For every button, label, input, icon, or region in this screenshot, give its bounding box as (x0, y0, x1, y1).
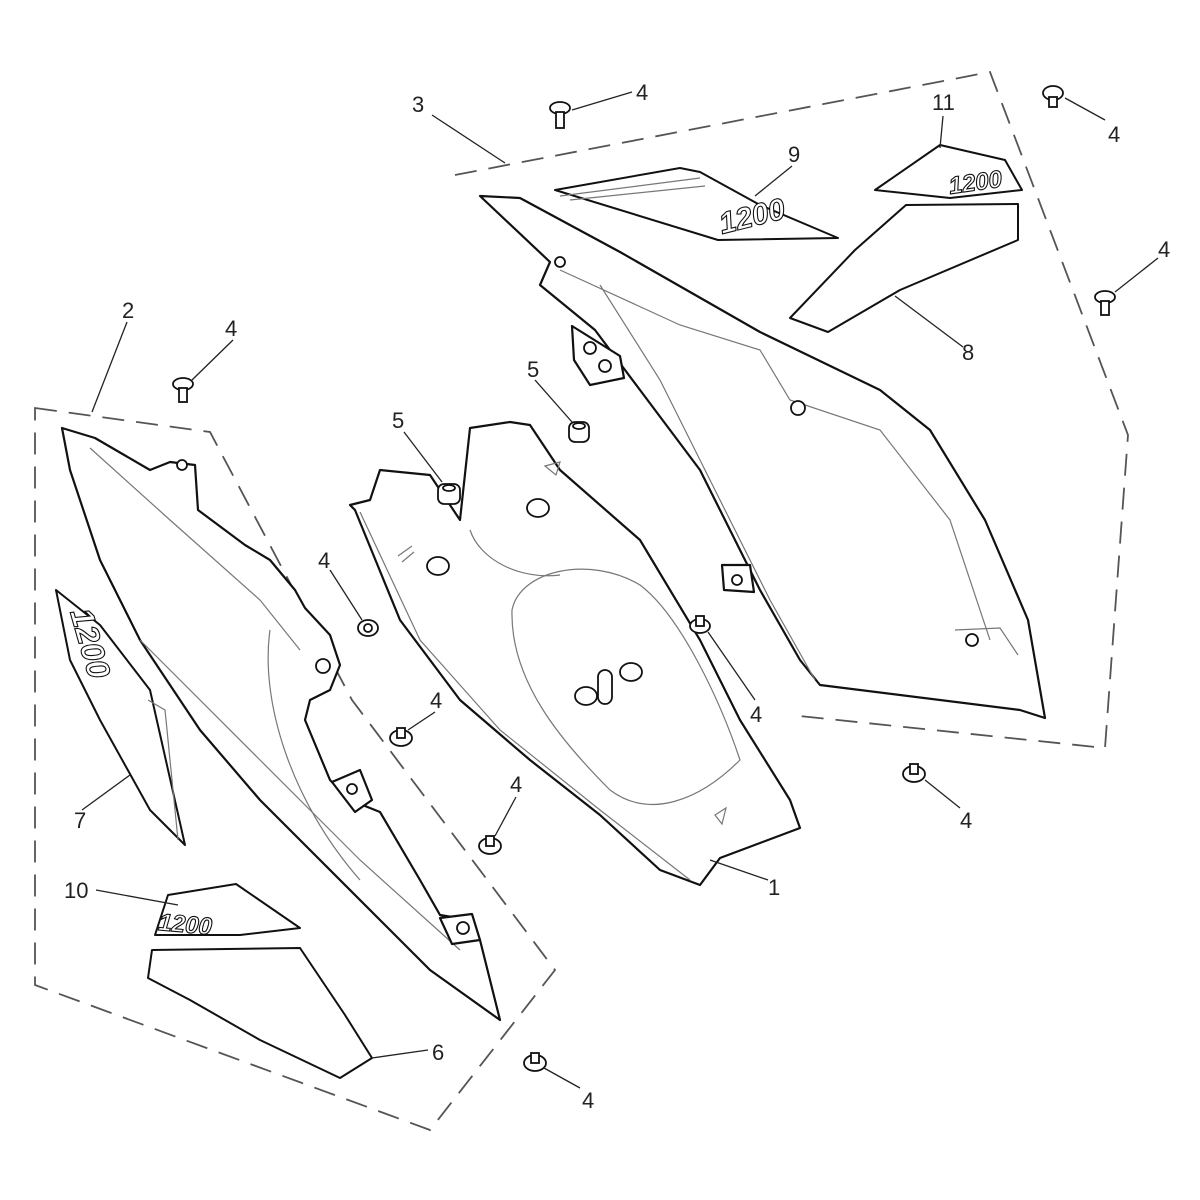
callout-5-lower: 5 (392, 408, 404, 433)
callout-4-left-mid: 4 (318, 548, 330, 573)
callout-4-left-lower: 4 (430, 688, 442, 713)
callout-5-upper: 5 (527, 357, 539, 382)
callout-3: 3 (412, 92, 424, 117)
screw-right-lower (902, 763, 926, 783)
callout-numbers: 1 2 3 4 4 4 4 4 4 4 4 4 4 5 5 6 7 8 9 10… (64, 80, 1170, 1113)
callout-10: 10 (64, 878, 88, 903)
assembly-boundary-right (454, 70, 1129, 749)
decal-10: 1200 (154, 883, 301, 941)
callout-4-top: 4 (636, 80, 648, 105)
undertray-panel (348, 420, 802, 887)
callout-4-left-upper: 4 (225, 316, 237, 341)
callout-8: 8 (962, 340, 974, 365)
screw-center-lower (478, 835, 502, 855)
screw-left-upper (172, 377, 194, 403)
grommet-lower (437, 483, 461, 505)
callout-7: 7 (74, 808, 86, 833)
decal-10-logo: 1200 (157, 909, 213, 941)
screw-top-right (1042, 85, 1064, 108)
decal-11: 1200 (874, 144, 1023, 200)
screw-top-center (549, 101, 571, 129)
decal-6 (147, 947, 373, 1079)
grommet-upper (568, 421, 590, 443)
callout-4-center-lower: 4 (510, 772, 522, 797)
screw-right-upper (1094, 290, 1116, 316)
screw-left-lower (389, 727, 413, 747)
assembly-boundary-left (34, 406, 557, 1132)
left-side-panel (60, 426, 502, 1022)
callout-4-right-lower: 4 (960, 808, 972, 833)
screw-center-mid (689, 615, 711, 634)
callout-4-right: 4 (1158, 237, 1170, 262)
screw-left-mid (357, 619, 379, 637)
callout-4-top-right: 4 (1108, 122, 1120, 147)
leader-lines (81, 91, 1159, 1089)
decal-9: 1200 (554, 167, 839, 241)
callout-9: 9 (788, 142, 800, 167)
callout-1: 1 (768, 875, 780, 900)
screw-bottom (523, 1052, 547, 1072)
callout-2: 2 (122, 298, 134, 323)
callout-11: 11 (932, 90, 955, 115)
callout-4-bottom: 4 (582, 1088, 594, 1113)
right-side-panel (478, 194, 1047, 720)
callout-4-center-mid: 4 (750, 702, 762, 727)
callout-6: 6 (432, 1040, 444, 1065)
decal-8 (789, 203, 1019, 333)
